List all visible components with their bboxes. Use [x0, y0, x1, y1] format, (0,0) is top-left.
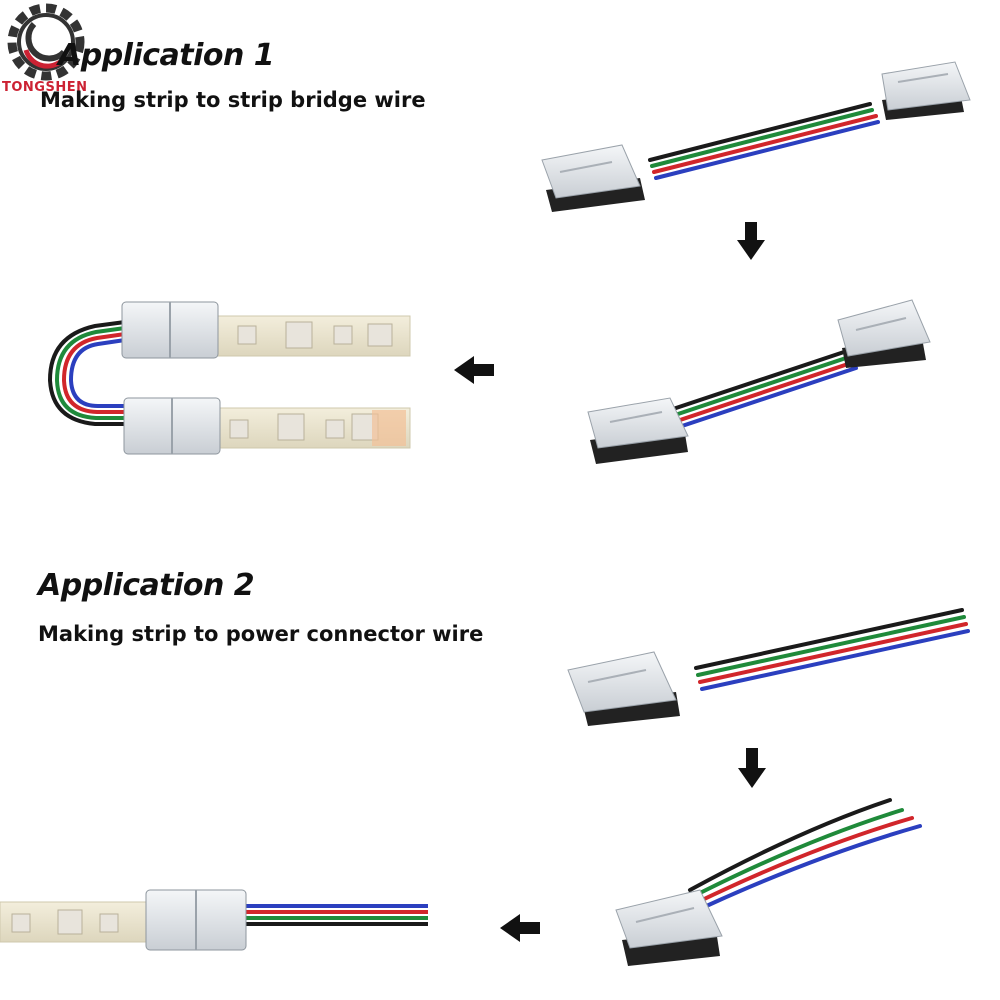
brand-name: TONGSHEN: [2, 80, 88, 95]
app1-loose-parts: [541, 61, 971, 212]
application-1-subtitle: Making strip to strip bridge wire: [40, 88, 426, 112]
connector-clip-right: [881, 61, 971, 120]
connector-clip: [567, 651, 680, 726]
connector-clip-upper: [837, 299, 931, 368]
connector-clip-lower: [587, 397, 689, 464]
app2-loose-parts: [567, 608, 970, 726]
application-2-title: Application 2: [38, 568, 255, 603]
app2-assembled-wire: [615, 798, 922, 966]
arrow-down-icon: [737, 222, 765, 260]
connector-clip: [615, 889, 723, 966]
application-2-subtitle: Making strip to power connector wire: [38, 622, 484, 646]
arrow-down-icon: [738, 748, 766, 788]
app1-assembled-wire: [587, 299, 931, 464]
gear-logo-icon: [7, 3, 85, 81]
app2-power-result: [0, 889, 428, 951]
connector-clip-left: [541, 144, 645, 212]
app1-bridge-result: [47, 301, 411, 455]
arrow-left-icon: [454, 356, 494, 384]
arrow-left-icon: [500, 914, 540, 942]
application-1-title: Application 1: [58, 38, 275, 73]
